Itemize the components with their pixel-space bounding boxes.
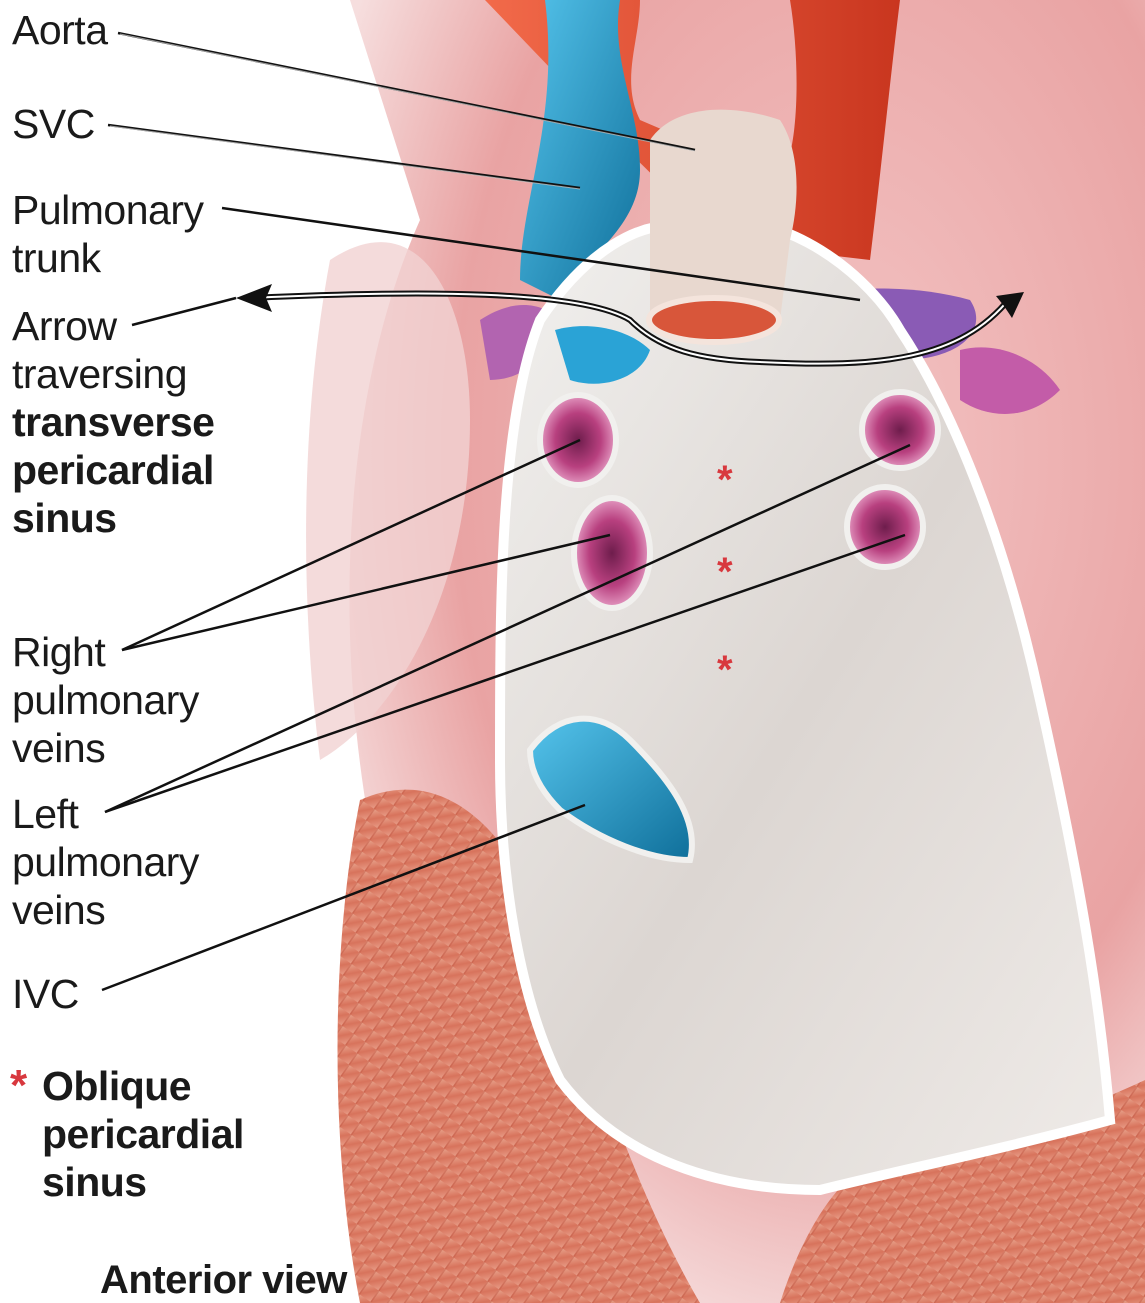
label-aorta: Aorta — [12, 6, 108, 54]
legend-asterisk: * — [10, 1062, 27, 1110]
label-svc: SVC — [12, 100, 95, 148]
label-pulmonary-trunk: Pulmonary trunk — [12, 186, 203, 282]
label-left-pulmonary-veins: Left pulmonary veins — [12, 790, 199, 934]
label-arrow-traversing: Arrow traversing — [12, 302, 187, 398]
label-oblique-pericardial-sinus: Oblique pericardial sinus — [42, 1062, 244, 1206]
oblique-sinus-marker: * — [717, 458, 733, 503]
label-right-pulmonary-veins: Right pulmonary veins — [12, 628, 199, 772]
label-transverse-pericardial-sinus: transverse pericardial sinus — [12, 398, 214, 542]
oblique-sinus-marker: * — [717, 550, 733, 595]
label-ivc: IVC — [12, 970, 79, 1018]
oblique-sinus-marker: * — [717, 648, 733, 693]
figure-caption: Anterior view — [100, 1258, 347, 1303]
